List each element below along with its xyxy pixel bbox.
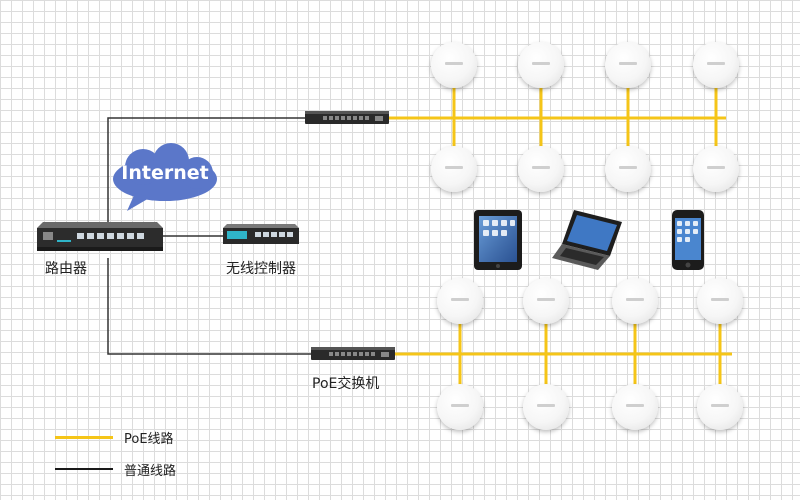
access-point-icon bbox=[431, 146, 477, 192]
access-point-icon bbox=[605, 42, 651, 88]
access-point-icon bbox=[605, 146, 651, 192]
access-point-icon bbox=[518, 42, 564, 88]
laptop-icon bbox=[552, 210, 622, 270]
legend-poe-line-label: PoE线路 bbox=[124, 432, 174, 447]
router-to-top-switch-line bbox=[107, 117, 306, 222]
tablet-icon bbox=[474, 210, 522, 270]
access-point-icon bbox=[431, 42, 477, 88]
access-point-icon bbox=[693, 42, 739, 88]
access-point-icon bbox=[612, 384, 658, 430]
router-label: 路由器 bbox=[45, 261, 87, 277]
access-point-icon bbox=[697, 384, 743, 430]
poe-switch-bottom-icon bbox=[311, 347, 395, 360]
wireless-controller-icon bbox=[223, 224, 299, 244]
access-point-icon bbox=[523, 384, 569, 430]
access-point-icon bbox=[437, 384, 483, 430]
legend-poe-line-swatch bbox=[55, 436, 113, 439]
router-icon bbox=[37, 222, 163, 251]
access-point-icon bbox=[697, 278, 743, 324]
access-point-icon bbox=[518, 146, 564, 192]
internet-cloud-icon bbox=[113, 143, 217, 211]
legend-normal-line-swatch bbox=[55, 468, 113, 470]
access-point-icon bbox=[523, 278, 569, 324]
router-to-bottom-switch-line bbox=[107, 258, 312, 355]
access-point-icon bbox=[693, 146, 739, 192]
poe-switch-top bbox=[305, 111, 389, 124]
access-point-icon bbox=[437, 278, 483, 324]
wireless-controller-label: 无线控制器 bbox=[226, 261, 296, 277]
access-point-icon bbox=[612, 278, 658, 324]
smartphone-icon bbox=[672, 210, 704, 270]
legend-normal-line-label: 普通线路 bbox=[124, 464, 177, 479]
poe-switch-label: PoE交换机 bbox=[312, 376, 380, 392]
internet-label: Internet bbox=[121, 162, 209, 184]
